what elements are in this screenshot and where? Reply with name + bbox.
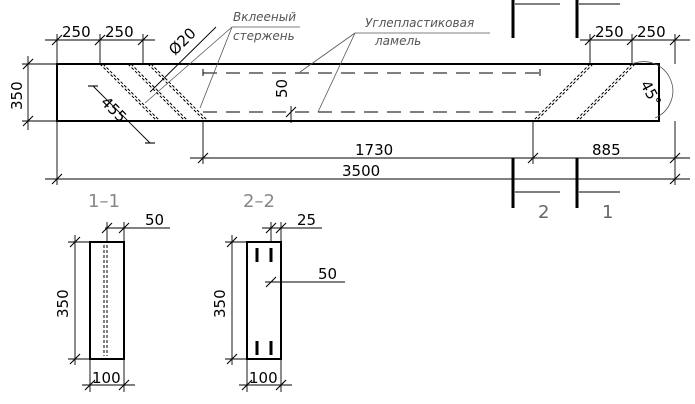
dim-50-vertical (285, 106, 297, 123)
angle-arc (631, 61, 674, 119)
cut-label-2: 2 (538, 202, 549, 223)
cut-label-1: 1 (602, 202, 613, 223)
section-1-offset: 50 (145, 211, 164, 229)
section-2-offset-mid: 50 (318, 265, 337, 283)
lamel-leader-1 (299, 32, 356, 73)
dim-top-right (580, 34, 690, 64)
diameter-leader (149, 26, 217, 93)
dim-885: 885 (592, 141, 621, 159)
dim-250-d: 250 (637, 23, 666, 41)
dim-50-label: 50 (273, 79, 291, 98)
section-1-1: 1–1 350 100 50 (54, 191, 170, 392)
dim-3500 (45, 121, 690, 185)
section-1-title: 1–1 (88, 191, 120, 212)
section-1-width: 100 (92, 369, 121, 387)
dim-top-left (45, 34, 155, 64)
lamel-label-line2: ламель (374, 34, 421, 48)
cut-marks (511, 0, 620, 208)
rod-label-line2: стержень (233, 29, 295, 43)
dim-1730-885 (190, 121, 690, 164)
dim-3500-label: 3500 (342, 162, 380, 180)
section-2-height: 350 (211, 289, 229, 318)
dim-455 (88, 85, 155, 144)
dim-1730: 1730 (355, 141, 393, 159)
beam-outline (56, 63, 660, 122)
dim-250-a: 250 (62, 23, 91, 41)
section-2-title: 2–2 (243, 191, 275, 212)
dim-350: 350 (8, 81, 26, 110)
dim-height-left (22, 56, 57, 130)
glued-rods-right (532, 63, 636, 122)
section-2-offset-top: 25 (297, 211, 316, 229)
dim-250-c: 250 (595, 23, 624, 41)
lamel-label-line1: Углепластиковая (365, 16, 474, 30)
section-2-outline (246, 241, 282, 360)
section-2-width: 100 (249, 369, 278, 387)
diameter-label: Ø20 (165, 24, 200, 59)
rod-leader-1 (144, 26, 233, 104)
beam-elevation: 250 250 250 250 350 455 (8, 0, 690, 223)
lamel-leader-2 (317, 32, 356, 113)
section-2-2: 2–2 350 100 25 50 (211, 191, 345, 392)
section-1-height: 350 (54, 289, 72, 318)
dim-250-b: 250 (105, 23, 134, 41)
angle-label: 45° (636, 77, 664, 109)
rod-leader-2 (199, 26, 233, 109)
rod-label-line1: Вклееный (233, 10, 296, 24)
